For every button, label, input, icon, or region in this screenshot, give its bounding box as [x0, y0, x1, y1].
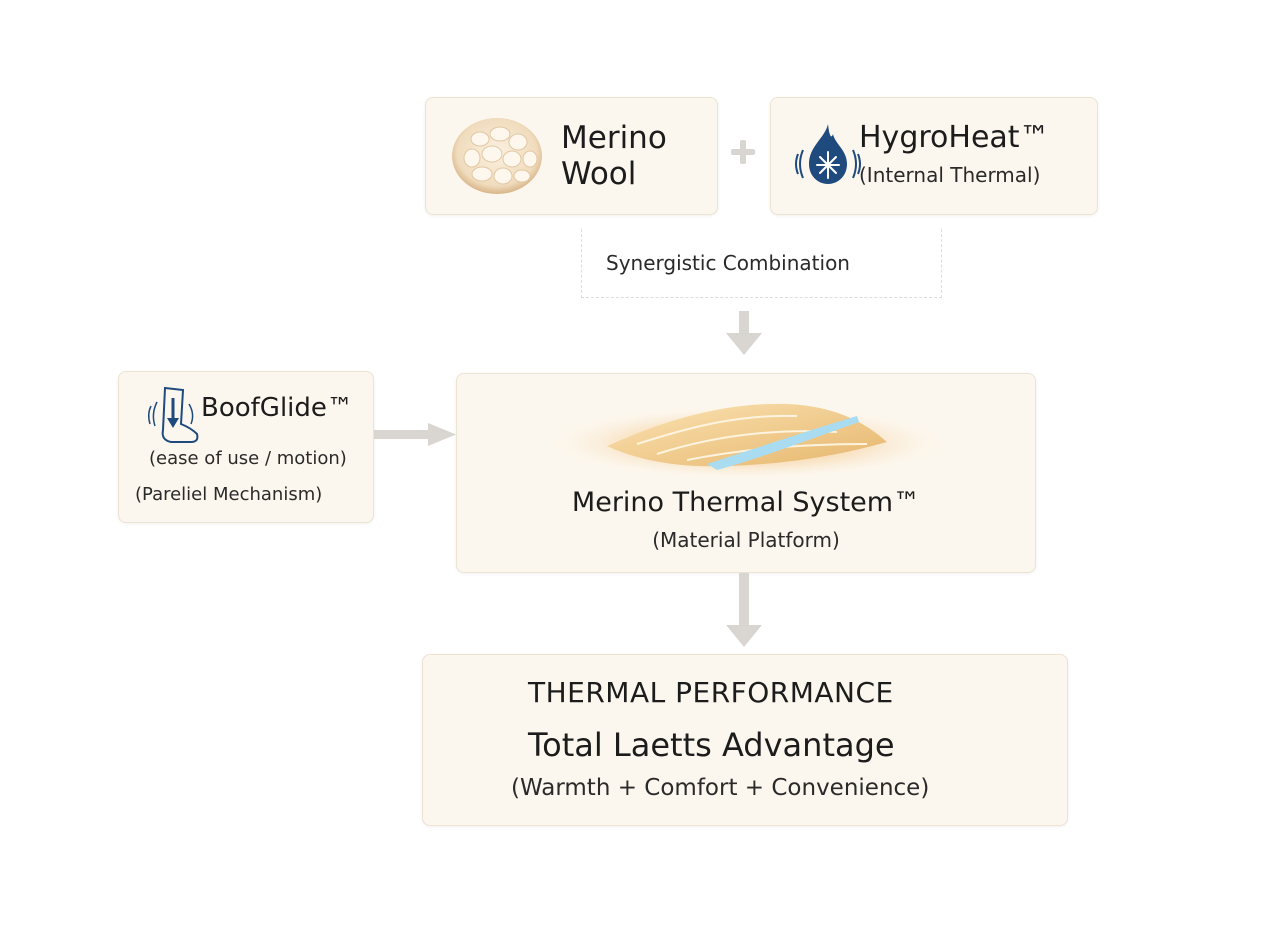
result-subtitle: (Warmth + Comfort + Convenience) [511, 775, 930, 801]
merino-title-line1: Merino [561, 120, 667, 156]
boofglide-card: BoofGlide™ (ease of use / motion) (Parel… [118, 371, 374, 523]
boofglide-line2: (Pareliel Mechanism) [135, 484, 323, 505]
arrow-down-icon [726, 573, 762, 647]
arrow-down-icon [726, 311, 762, 355]
merino-thermal-system-card: Merino Thermal System™ (Material Platfor… [456, 373, 1036, 573]
boofglide-line1: (ease of use / motion) [149, 448, 347, 469]
merino-wool-card: Merino Wool [425, 97, 718, 215]
result-heading: THERMAL PERFORMANCE [528, 676, 894, 709]
fiber-strand-icon [542, 401, 952, 477]
result-title: Total Laetts Advantage [528, 726, 895, 764]
platform-subtitle: (Material Platform) [652, 528, 840, 552]
synergy-box: Synergistic Combination [581, 229, 942, 298]
hygroheat-card: HygroHeat™ (Internal Thermal) [770, 97, 1098, 215]
arrow-right-icon [374, 423, 456, 446]
hygroheat-title: HygroHeat™ [859, 120, 1050, 155]
thermal-performance-card: THERMAL PERFORMANCE Total Laetts Advanta… [422, 654, 1068, 826]
wool-ball-icon [452, 118, 542, 194]
flame-snowflake-icon [795, 124, 861, 184]
merino-title-line2: Wool [561, 156, 637, 192]
hygroheat-subtitle: (Internal Thermal) [859, 163, 1041, 187]
sock-motion-icon [147, 386, 199, 443]
boofglide-title: BoofGlide™ [201, 393, 353, 423]
plus-icon [728, 137, 758, 167]
synergy-label: Synergistic Combination [606, 251, 850, 275]
platform-title: Merino Thermal System™ [571, 487, 921, 518]
